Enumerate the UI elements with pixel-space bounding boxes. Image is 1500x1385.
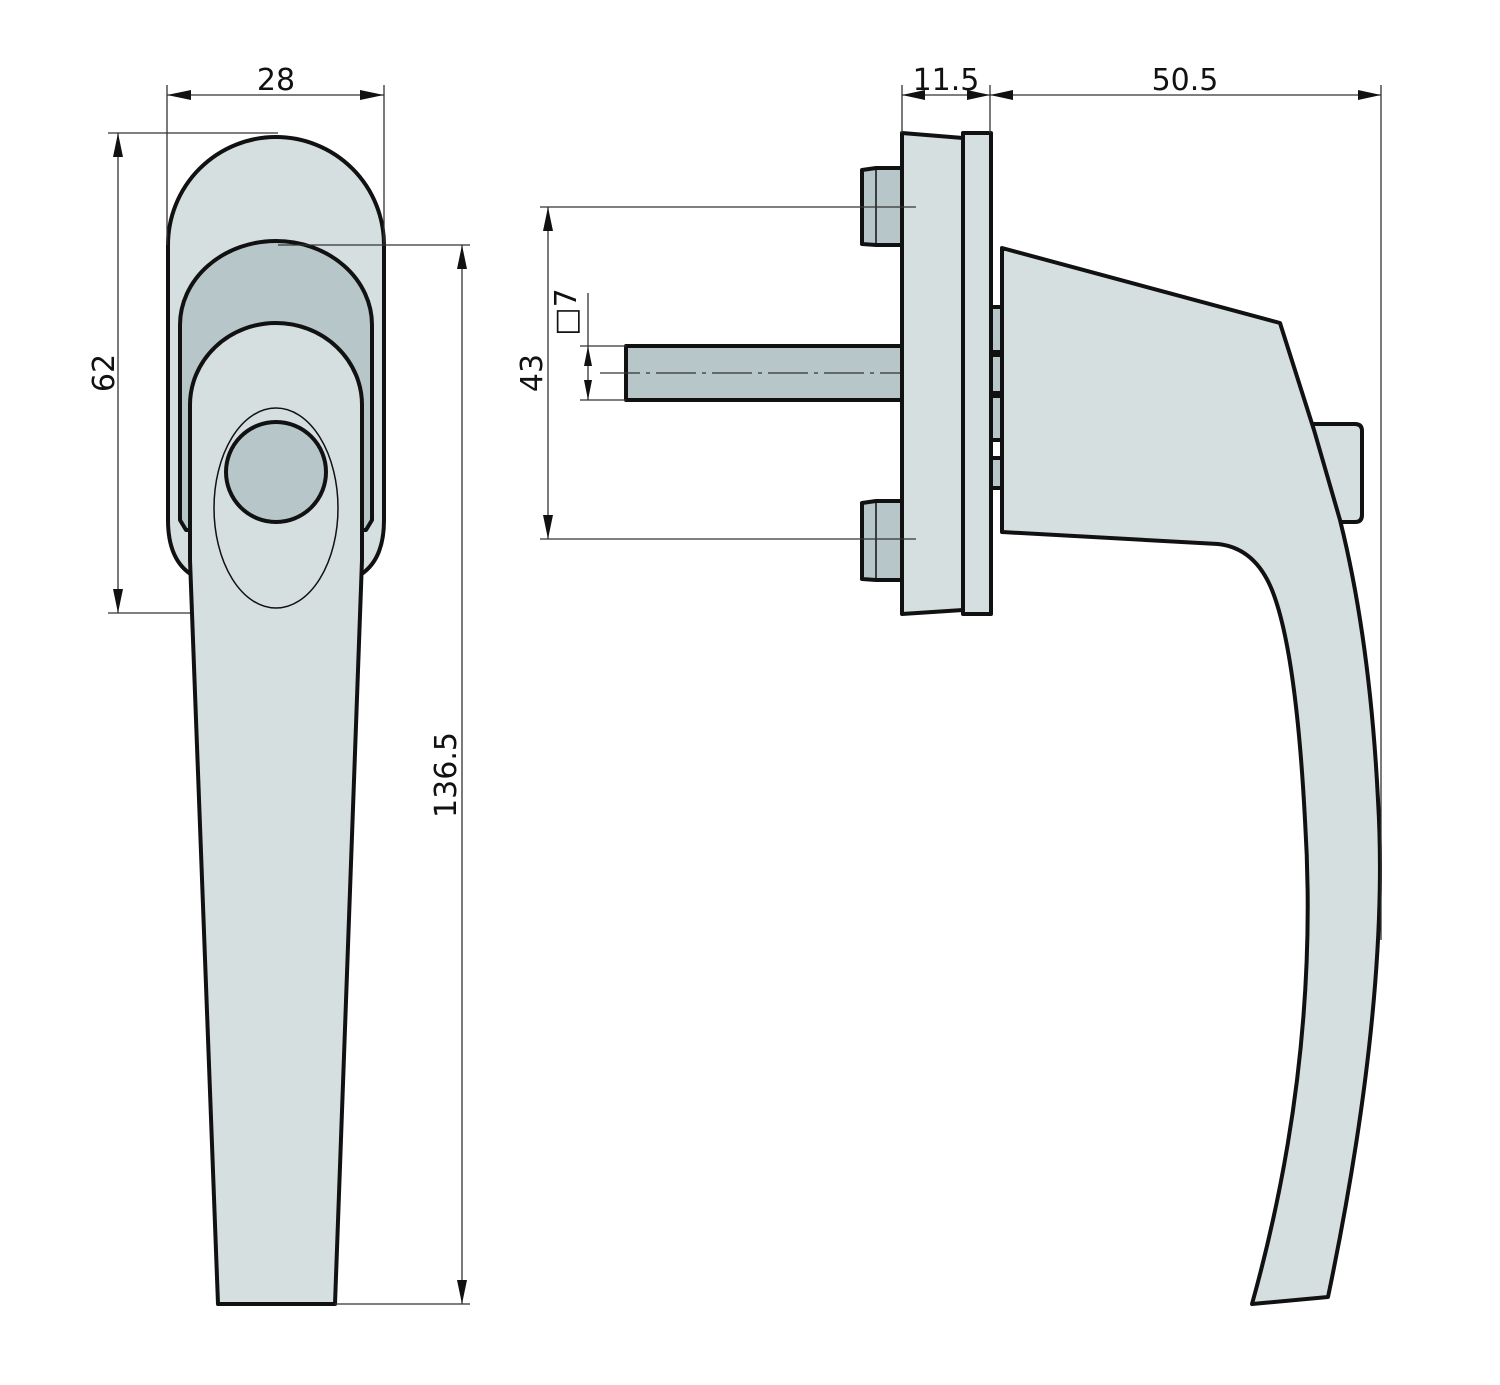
lever-side: [1000, 246, 1382, 1306]
screw-boss-bottom: [860, 499, 905, 582]
dim-front-width: 28: [257, 63, 295, 98]
dim-handle-projection: 50.5: [1152, 63, 1219, 98]
side-dimensions: 11.5 50.5 43 □7: [515, 63, 1382, 940]
side-view: [540, 131, 1382, 1306]
dim-total-height: 136.5: [429, 732, 464, 818]
dim-rose-height: 62: [87, 354, 122, 392]
front-view: [166, 135, 386, 1306]
dim-spindle-square: □7: [549, 288, 584, 335]
rose-cover: [961, 131, 993, 616]
rose-base: [900, 131, 965, 616]
dim-spindle-spacing: 43: [515, 354, 550, 392]
front-dimensions: 28 62 136.5: [87, 63, 470, 1305]
release-button: [224, 420, 328, 524]
lever-front: [188, 321, 364, 1306]
dim-rose-depth: 11.5: [913, 63, 980, 98]
oval-recess: [213, 407, 339, 609]
